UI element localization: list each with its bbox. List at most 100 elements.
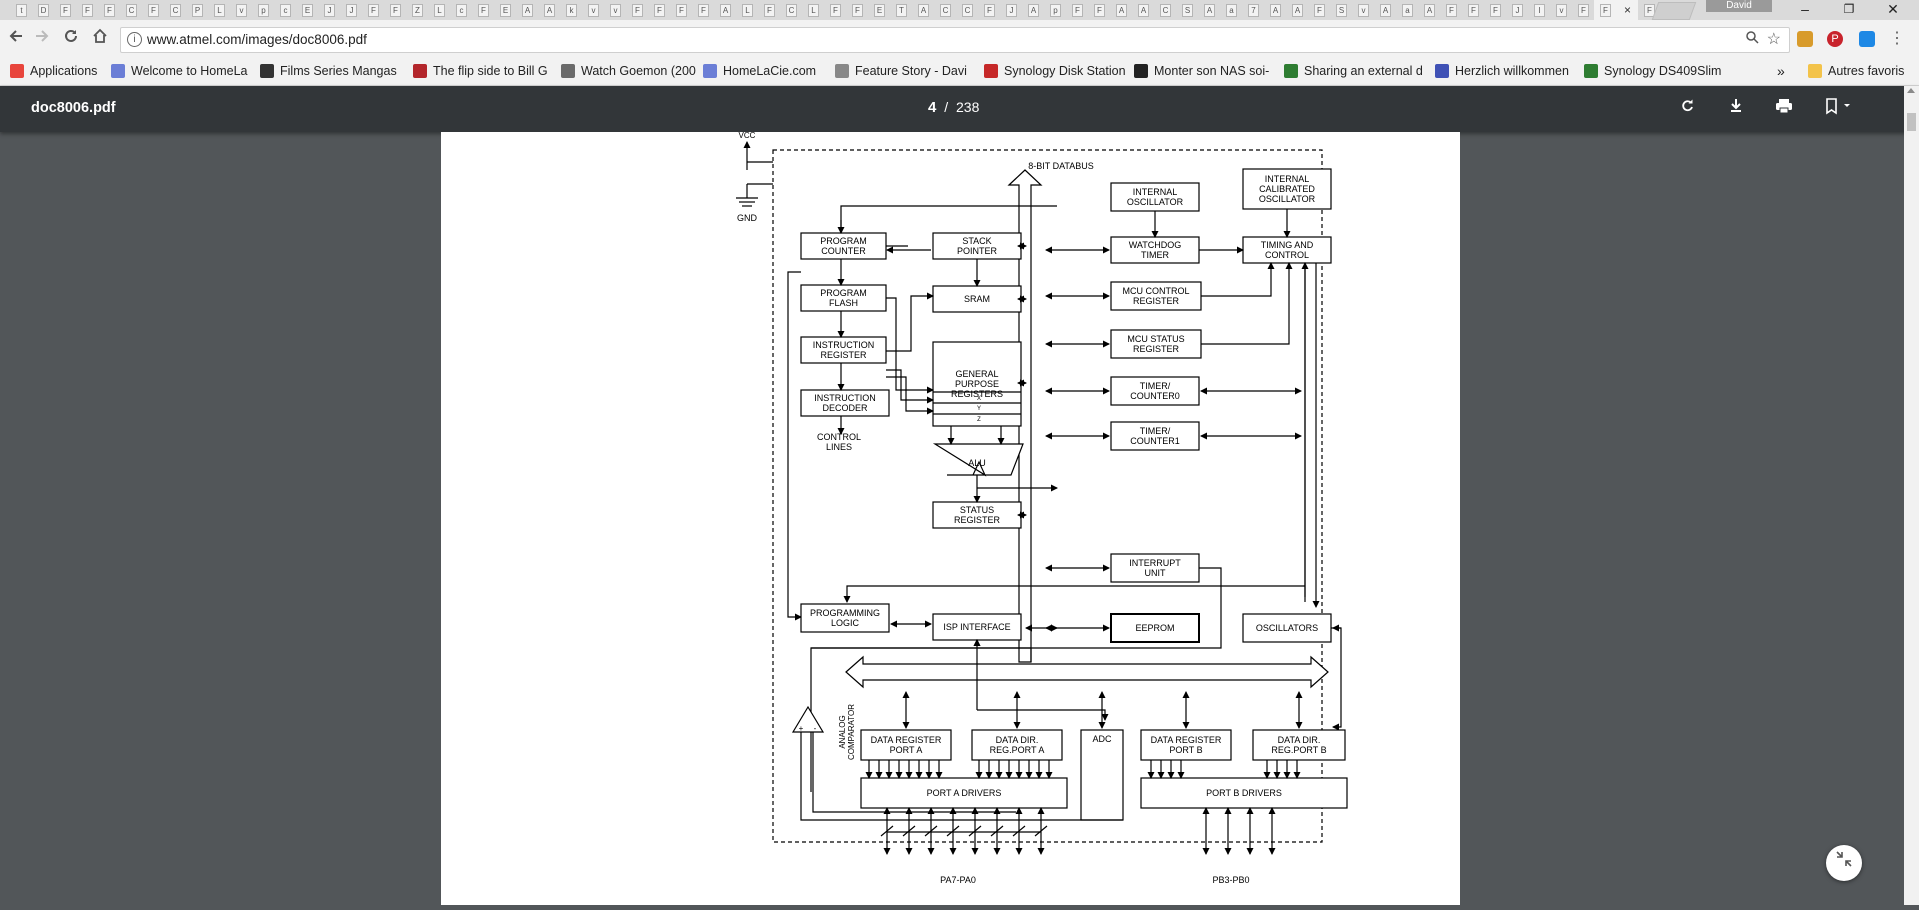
rotate-button[interactable] bbox=[1677, 98, 1699, 120]
tab[interactable]: 7 bbox=[1242, 0, 1264, 20]
tab[interactable]: C bbox=[120, 0, 142, 20]
tab[interactable]: A bbox=[1110, 0, 1132, 20]
bookmark-item[interactable]: Applications bbox=[10, 62, 98, 80]
url-text[interactable]: www.atmel.com/images/doc8006.pdf bbox=[147, 32, 367, 47]
tab-active[interactable]: F× bbox=[1594, 0, 1638, 20]
bookmark-item[interactable]: Synology DS409Slim bbox=[1584, 62, 1722, 80]
tab[interactable]: F bbox=[472, 0, 494, 20]
tab[interactable]: F bbox=[1308, 0, 1330, 20]
tab[interactable]: L bbox=[428, 0, 450, 20]
tab[interactable]: t bbox=[10, 0, 32, 20]
bookmarks-overflow-button[interactable]: » bbox=[1777, 63, 1785, 79]
profile-button[interactable]: David bbox=[1706, 0, 1772, 12]
tab[interactable]: F bbox=[648, 0, 670, 20]
bookmark-item[interactable]: Welcome to HomeLa bbox=[111, 62, 249, 80]
tab[interactable]: F bbox=[758, 0, 780, 20]
tab[interactable]: F bbox=[362, 0, 384, 20]
tab[interactable]: A bbox=[1286, 0, 1308, 20]
tab[interactable]: p bbox=[1044, 0, 1066, 20]
tab[interactable]: c bbox=[274, 0, 296, 20]
reload-button[interactable] bbox=[60, 28, 82, 50]
bookmark-menu-button[interactable] bbox=[1822, 98, 1856, 120]
tab[interactable]: S bbox=[1176, 0, 1198, 20]
tab[interactable]: F bbox=[1572, 0, 1594, 20]
tab[interactable]: F bbox=[626, 0, 648, 20]
tab[interactable]: A bbox=[1374, 0, 1396, 20]
tab[interactable]: A bbox=[912, 0, 934, 20]
tab[interactable]: v bbox=[230, 0, 252, 20]
back-button[interactable] bbox=[5, 28, 27, 50]
home-button[interactable] bbox=[89, 28, 111, 50]
tab[interactable]: P bbox=[186, 0, 208, 20]
tab[interactable]: F bbox=[846, 0, 868, 20]
tab[interactable]: A bbox=[1022, 0, 1044, 20]
tab[interactable]: F bbox=[978, 0, 1000, 20]
page-scrollbar[interactable] bbox=[1904, 86, 1919, 905]
tab[interactable]: S bbox=[1330, 0, 1352, 20]
bookmark-star-icon[interactable]: ☆ bbox=[1766, 31, 1781, 48]
tab[interactable]: J bbox=[1506, 0, 1528, 20]
tab-close-icon[interactable]: × bbox=[1624, 3, 1632, 17]
tab[interactable]: v bbox=[582, 0, 604, 20]
tab[interactable]: F bbox=[142, 0, 164, 20]
tab[interactable]: L bbox=[736, 0, 758, 20]
zoom-icon[interactable] bbox=[1745, 30, 1759, 47]
pinterest-icon[interactable]: P bbox=[1827, 31, 1843, 47]
tab[interactable]: C bbox=[934, 0, 956, 20]
tab[interactable]: T bbox=[890, 0, 912, 20]
tab[interactable]: v bbox=[1352, 0, 1374, 20]
tab[interactable]: A bbox=[516, 0, 538, 20]
tab[interactable]: F bbox=[824, 0, 846, 20]
tab[interactable]: J bbox=[1000, 0, 1022, 20]
tab[interactable]: F bbox=[1440, 0, 1462, 20]
extension-icon[interactable] bbox=[1797, 31, 1813, 47]
tab[interactable]: F bbox=[1088, 0, 1110, 20]
tab[interactable]: F bbox=[384, 0, 406, 20]
restore-button[interactable]: ❐ bbox=[1843, 2, 1855, 16]
tab[interactable]: J bbox=[340, 0, 362, 20]
tab[interactable]: I bbox=[1528, 0, 1550, 20]
scrollbar-thumb[interactable] bbox=[1907, 113, 1916, 131]
bookmark-item[interactable]: Herzlich willkommen bbox=[1435, 62, 1571, 80]
scroll-up-arrow-icon[interactable] bbox=[1907, 88, 1915, 93]
other-bookmarks-folder[interactable]: Autres favoris bbox=[1808, 62, 1904, 80]
tab[interactable]: C bbox=[780, 0, 802, 20]
bookmark-item[interactable]: Watch Goemon (200 bbox=[561, 62, 696, 80]
tab[interactable]: A bbox=[1198, 0, 1220, 20]
tab[interactable]: C bbox=[1154, 0, 1176, 20]
tab[interactable]: E bbox=[494, 0, 516, 20]
tab[interactable]: L bbox=[802, 0, 824, 20]
tab[interactable]: Z bbox=[406, 0, 428, 20]
tab[interactable]: p bbox=[252, 0, 274, 20]
minimize-button[interactable]: – bbox=[1801, 1, 1809, 17]
download-button[interactable] bbox=[1725, 98, 1747, 120]
bookmark-item[interactable]: Sharing an external d bbox=[1284, 62, 1423, 80]
tab[interactable]: F bbox=[692, 0, 714, 20]
tab[interactable]: a bbox=[1396, 0, 1418, 20]
new-tab-button[interactable] bbox=[1651, 2, 1697, 20]
tab[interactable]: A bbox=[1132, 0, 1154, 20]
tab[interactable]: k bbox=[560, 0, 582, 20]
current-page[interactable]: 4 bbox=[928, 99, 937, 116]
tab[interactable]: E bbox=[868, 0, 890, 20]
tab[interactable]: v bbox=[1550, 0, 1572, 20]
bookmark-item[interactable]: Monter son NAS soi- bbox=[1134, 62, 1272, 80]
tab[interactable]: J bbox=[318, 0, 340, 20]
bookmark-item[interactable]: Films Series Mangas bbox=[260, 62, 402, 80]
tab[interactable]: A bbox=[1264, 0, 1286, 20]
tab[interactable]: A bbox=[714, 0, 736, 20]
tab[interactable]: F bbox=[670, 0, 692, 20]
bookmark-item[interactable]: The flip side to Bill G bbox=[413, 62, 550, 80]
site-info-icon[interactable]: i bbox=[127, 32, 142, 47]
print-button[interactable] bbox=[1773, 98, 1795, 120]
address-bar[interactable]: i www.atmel.com/images/doc8006.pdf ☆ bbox=[120, 27, 1790, 53]
tab[interactable]: F bbox=[54, 0, 76, 20]
tab[interactable]: A bbox=[538, 0, 560, 20]
tab[interactable]: F bbox=[1066, 0, 1088, 20]
tab[interactable]: C bbox=[164, 0, 186, 20]
bookmark-item[interactable]: Feature Story - Davi bbox=[835, 62, 972, 80]
tab[interactable]: E bbox=[296, 0, 318, 20]
tab[interactable]: v bbox=[604, 0, 626, 20]
tab[interactable]: c bbox=[450, 0, 472, 20]
tab[interactable]: F bbox=[1484, 0, 1506, 20]
